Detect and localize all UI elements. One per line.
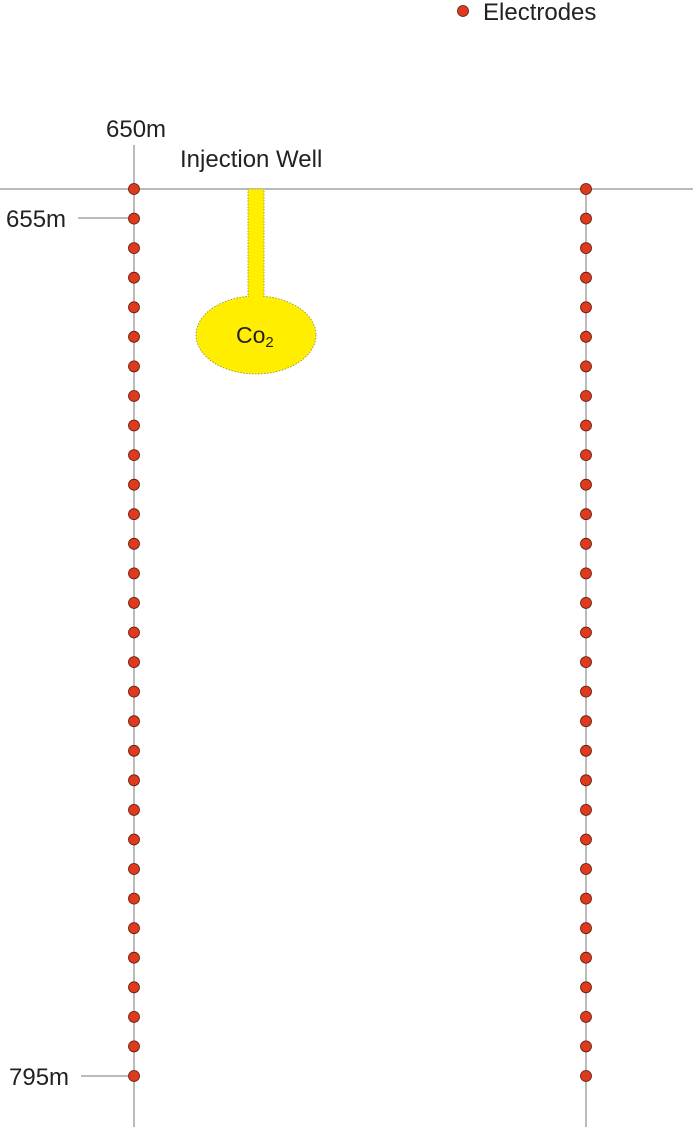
left-borehole-electrode [128,360,140,373]
right-borehole-electrode [580,301,592,314]
legend: Electrodes [457,0,596,26]
right-borehole-electrode [580,981,592,994]
co2-plume [195,295,317,375]
injection-well: Co2 [195,188,317,375]
left-borehole-electrode [128,1011,140,1023]
right-borehole-electrode [580,183,592,195]
left-borehole-electrode [128,715,140,728]
left-borehole-electrode [128,597,140,609]
right-borehole-electrode [580,833,592,846]
right-borehole-electrode [580,804,592,816]
left-borehole-electrode [128,390,140,402]
left-borehole-electrode [128,537,140,550]
legend-electrode-marker [457,5,469,17]
left-borehole-electrode [128,981,140,994]
right-borehole-electrode [580,1040,592,1053]
left-borehole-electrode [128,449,140,462]
left-borehole-electrode [128,892,140,905]
depth-label-top: 650m [106,116,166,143]
right-borehole-electrode [580,537,592,550]
left-borehole-electrode [128,301,140,314]
left-borehole-electrode [128,567,140,580]
co2-plume-label-subscript: 2 [265,334,273,351]
left-borehole-electrode [128,626,140,639]
right-borehole-electrode [580,360,592,373]
right-borehole-electrode [580,449,592,462]
right-borehole-electrode [580,242,592,255]
co2-plume-label: Co2 [236,322,274,351]
right-borehole-electrode [580,419,592,432]
depth-label-bottom: 795m [9,1064,69,1091]
left-borehole-electrode [128,183,140,195]
depth-label-second: 655m [6,206,66,233]
left-borehole-electrode [128,508,140,521]
left-borehole-electrode [128,212,140,225]
left-borehole-electrode [128,419,140,432]
left-borehole-electrode [128,478,140,491]
left-borehole-electrode [128,774,140,787]
left-borehole-electrode [128,744,140,757]
right-borehole-electrode [580,271,592,284]
right-borehole-electrode [580,508,592,521]
left-borehole-electrode [128,1040,140,1053]
left-borehole-electrode [128,242,140,255]
left-borehole-electrode [128,271,140,284]
right-borehole-electrode [580,774,592,787]
injection-well-label: Injection Well [180,146,322,173]
right-borehole-electrode [580,1011,592,1023]
right-borehole-electrode [580,656,592,668]
left-borehole-electrode [128,685,140,698]
legend-label: Electrodes [483,0,596,26]
right-borehole-electrode [580,626,592,639]
right-borehole-electrode [580,597,592,609]
right-borehole-electrode [580,478,592,491]
left-borehole-electrode [128,951,140,964]
left-borehole-electrode [128,330,140,343]
injection-well-pipe [247,188,265,302]
left-borehole-electrode [128,804,140,816]
left-borehole-electrode [128,1070,140,1082]
left-borehole-electrodes [128,183,140,1082]
right-borehole-electrode [580,715,592,728]
right-borehole-electrode [580,744,592,757]
right-borehole-electrode [580,685,592,698]
co2-plume-label-main: Co [236,322,265,348]
plume-pipe-joint [249,294,263,304]
right-borehole-electrode [580,1070,592,1082]
right-borehole-electrode [580,892,592,905]
right-borehole-electrode [580,330,592,343]
right-borehole-electrodes [580,183,592,1082]
right-borehole-electrode [580,922,592,935]
left-borehole-electrode [128,863,140,875]
left-borehole-electrode [128,833,140,846]
left-borehole-electrode [128,656,140,668]
right-borehole-electrode [580,951,592,964]
right-borehole-electrode [580,212,592,225]
left-borehole-electrode [128,922,140,935]
right-borehole-electrode [580,863,592,875]
right-borehole-electrode [580,390,592,402]
right-borehole-electrode [580,567,592,580]
